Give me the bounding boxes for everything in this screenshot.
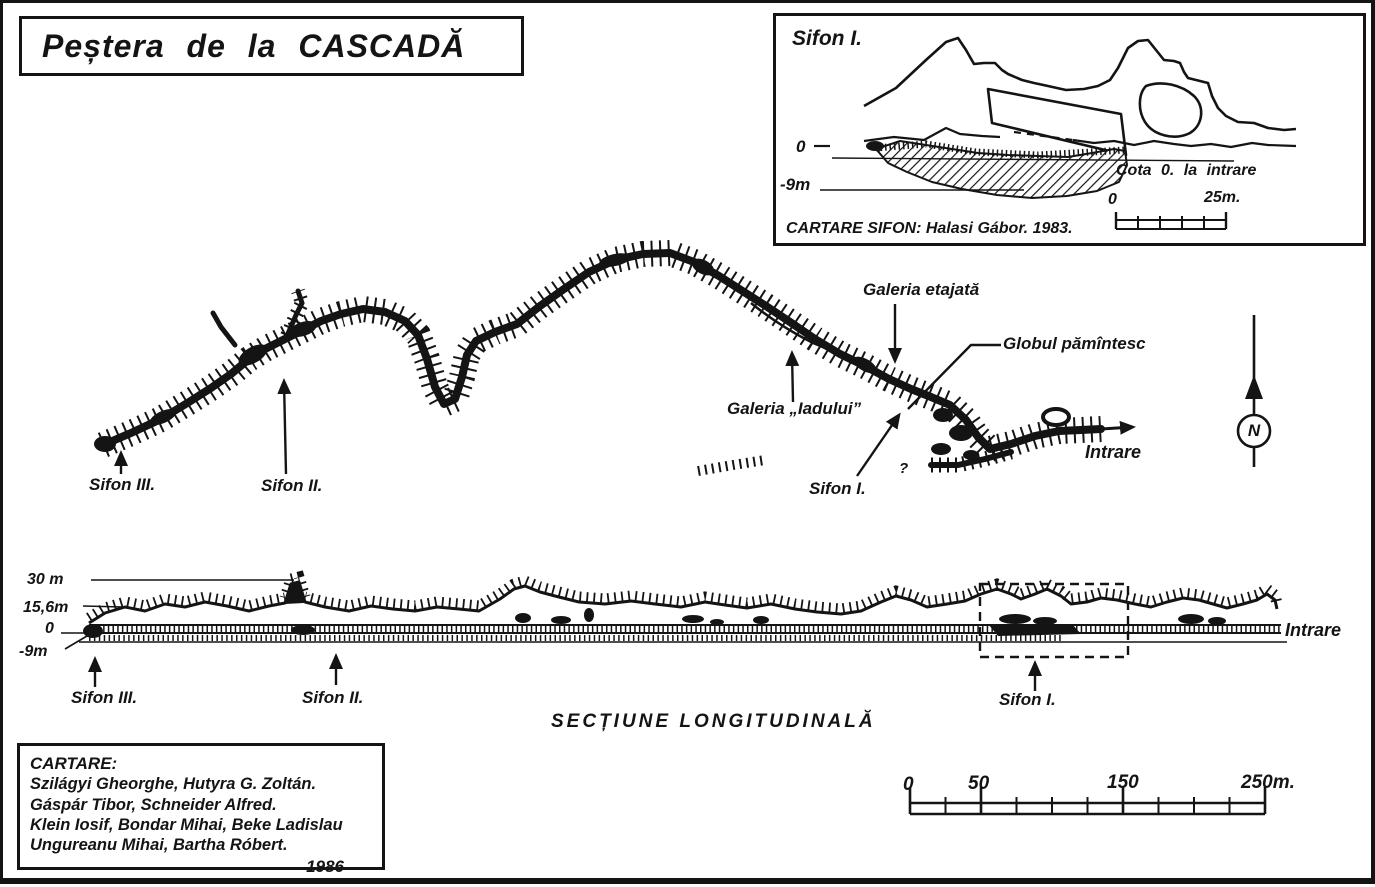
inset-rock-hole <box>1138 82 1203 138</box>
label-plan-sifon1: Sifon I. <box>809 479 866 498</box>
inset-level-zero: 0 <box>796 137 806 156</box>
inset-floor-profile-dashed <box>1013 130 1074 142</box>
inset-floor-profile <box>863 126 1001 143</box>
map-drawing <box>61 239 1287 816</box>
inset-rock-slab <box>986 87 1128 157</box>
plan-west-stub <box>697 455 766 476</box>
credits-year: 1986 <box>306 856 344 876</box>
plan-spur-sifon2 <box>284 288 305 339</box>
label-galeria-etajata: Galeria etajată <box>863 280 980 299</box>
level-line-m9 <box>64 635 88 650</box>
plan-spur-knot <box>210 310 238 348</box>
plan-sifon1-branch <box>928 449 1014 468</box>
credits-heading: CARTARE: <box>30 754 118 773</box>
section-ceiling-hachure <box>86 570 1283 623</box>
credits-line: Klein Iosif, Bondar Mihai, Beke Ladislau <box>30 815 343 834</box>
north-arrow <box>1236 315 1272 467</box>
inset-scale-end: 25m. <box>1204 189 1241 206</box>
label-section-sifon3: Sifon III. <box>71 688 138 707</box>
plan-entrance-chamber <box>1041 407 1071 427</box>
inset-sump-water <box>875 140 1128 199</box>
plan-chamber-blobs <box>94 253 877 452</box>
inset-rock-profile <box>863 36 1297 132</box>
level-line-156m <box>82 605 124 608</box>
sifon1-inset-box: Sifon I. 0 -9m Cota 0. la intrare 0 25m.… <box>773 13 1366 246</box>
scale-tick-0: 0 <box>903 774 914 795</box>
inset-sump-comb <box>875 140 1126 159</box>
inset-level-minus9: -9m <box>780 175 811 194</box>
plan-view <box>94 239 1272 477</box>
label-globul-pamintesc: Globul pămîntesc <box>1003 334 1146 353</box>
entrance-arrow <box>1100 420 1136 435</box>
label-section-sifon2: Sifon II. <box>302 688 364 707</box>
label-plan-sifon3: Sifon III. <box>89 475 156 494</box>
label-elev-m9: -9m <box>19 643 48 660</box>
sifon1-detail-frame <box>978 582 1130 659</box>
label-elev-0: 0 <box>45 620 54 637</box>
scale-tick-50: 50 <box>968 773 990 794</box>
credits-line: Ungureanu Mihai, Bartha Róbert. <box>30 836 288 855</box>
inset-note: Cota 0. la intrare <box>1116 162 1257 179</box>
section-blobs <box>83 608 1226 638</box>
credits-line: Gáspár Tibor, Schneider Alfred. <box>30 795 277 814</box>
page-title: Peștera de la CASCADĂ <box>42 27 466 64</box>
inset-title: Sifon I. <box>792 27 862 50</box>
inset-sump-blob <box>866 141 884 151</box>
inset-scale-bar <box>1114 212 1228 230</box>
inset-zero-line <box>831 157 1235 162</box>
scale-tick-150: 150 <box>1107 772 1139 793</box>
label-question-mark: ? <box>899 460 909 477</box>
inset-credit: CARTARE SIFON: Halasi Gábor. 1983. <box>786 220 1073 237</box>
label-plan-sifon2: Sifon II. <box>261 476 323 495</box>
section-label-arrows <box>88 653 1042 691</box>
section-title: SECȚIUNE LONGITUDINALĂ <box>551 711 876 732</box>
plan-label-arrows <box>114 304 1001 477</box>
north-letter: N <box>1247 421 1261 440</box>
inset-floor-profile-east <box>1072 138 1297 149</box>
sifon1-inset-drawing <box>814 36 1297 230</box>
title-box: Peștera de la CASCADĂ <box>19 16 524 76</box>
plan-sifon1-cluster <box>931 408 979 460</box>
main-scale-bar <box>908 787 1267 816</box>
inset-scale-start: 0 <box>1108 191 1117 208</box>
credits-box: CARTARE: Szilágyi Gheorghe, Hutyra G. Zo… <box>17 743 385 876</box>
credits-line: Szilágyi Gheorghe, Hutyra G. Zoltán. <box>30 775 317 794</box>
label-section-intrare: Intrare <box>1285 620 1342 640</box>
longitudinal-section <box>61 570 1287 691</box>
plan-lower-level <box>750 302 938 403</box>
label-galeria-iadului: Galeria „Iadului” <box>727 399 862 418</box>
label-section-sifon1: Sifon I. <box>999 690 1056 709</box>
section-chimney <box>285 583 304 604</box>
label-elev-30: 30 m <box>27 571 64 588</box>
section-sifon1-mass <box>988 624 1081 636</box>
scale-tick-250: 250m. <box>1241 772 1295 793</box>
label-elev-156: 15,6m <box>23 599 69 616</box>
label-plan-intrare: Intrare <box>1085 442 1142 462</box>
